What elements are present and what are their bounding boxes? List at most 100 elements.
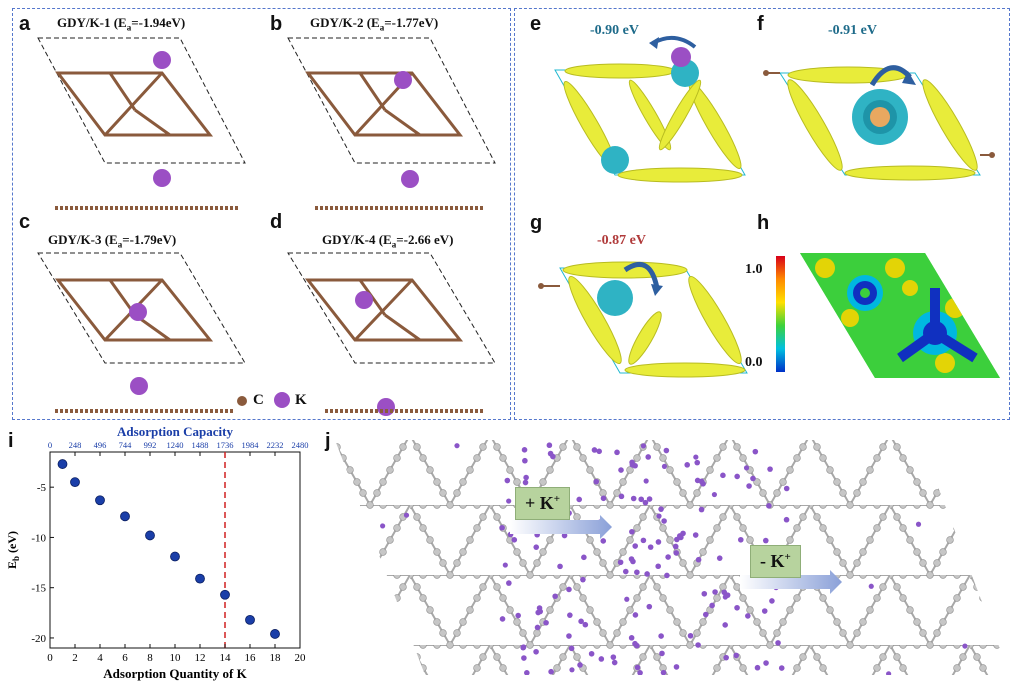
potassium-ion <box>576 496 583 503</box>
potassium-ion <box>618 467 624 473</box>
potassium-ion <box>709 602 715 609</box>
potassium-ion <box>547 450 554 457</box>
panel-e-energy: -0.90 eV <box>590 23 639 38</box>
potassium-ion <box>783 485 790 492</box>
potassium-ion <box>640 537 647 544</box>
top-tick-label: 248 <box>69 440 82 450</box>
potassium-ion <box>761 608 768 614</box>
potassium-ion <box>658 633 664 639</box>
x-tick-label: 10 <box>170 652 182 664</box>
top-tick-label: 0 <box>48 440 52 450</box>
top-tick-label: 2232 <box>267 440 284 450</box>
x-tick-label: 6 <box>122 652 128 664</box>
data-point <box>245 614 255 625</box>
potassium-ion <box>534 624 541 631</box>
panel-j-lattice <box>335 440 1010 675</box>
chart-ylabel: Eb (eV) <box>5 531 21 569</box>
potassium-ion <box>634 664 641 671</box>
potassium-atom <box>355 291 373 309</box>
potassium-atom <box>129 303 147 321</box>
potassium-ion <box>557 563 563 570</box>
potassium-ion <box>523 474 529 481</box>
potassium-ion <box>632 543 639 549</box>
potassium-ion <box>533 544 540 550</box>
potassium-ion <box>701 590 708 597</box>
x-tick-label: 14 <box>220 652 232 664</box>
potassium-ion <box>593 478 600 485</box>
potassium-ion <box>591 447 598 453</box>
data-point <box>70 477 80 488</box>
potassium-ion <box>702 611 709 618</box>
potassium-ion <box>618 493 625 500</box>
potassium-ion <box>638 496 645 503</box>
panel-letter-g: g <box>530 212 543 234</box>
potassium-ion <box>624 596 630 602</box>
potassium-ion <box>454 443 460 449</box>
potassium-ion <box>522 457 528 464</box>
potassium-ion <box>632 640 638 647</box>
structures-frame <box>12 8 511 420</box>
potassium-ion <box>596 448 602 455</box>
colorbar-max-label: 1.0 <box>745 262 763 277</box>
panel-c-structure <box>37 252 246 413</box>
potassium-ion <box>722 594 728 600</box>
chart-top-xlabel: Adsorption Capacity <box>117 424 233 439</box>
potassium-ion <box>622 568 629 575</box>
potassium-ion <box>711 491 718 498</box>
y-tick-label: -20 <box>31 633 46 645</box>
potassium-ion <box>783 516 790 523</box>
potassium-ion <box>664 572 670 579</box>
remove-potassium-label: - K+ <box>750 545 801 578</box>
panel-a-structure <box>37 37 246 210</box>
potassium-ion <box>511 537 518 543</box>
panel-letter-b: b <box>270 13 283 35</box>
potassium-ion <box>698 506 705 513</box>
potassium-ion <box>499 616 506 622</box>
x-tick-label: 0 <box>47 652 53 664</box>
panel-letter-i: i <box>8 430 14 452</box>
top-tick-label: 1488 <box>192 440 209 450</box>
top-tick-label: 744 <box>119 440 133 450</box>
potassium-ion <box>577 662 583 668</box>
potassium-atom <box>377 398 395 416</box>
potassium-ion <box>692 532 699 538</box>
potassium-ion <box>628 635 635 641</box>
potassium-ion <box>746 483 752 489</box>
potassium-ion <box>610 654 617 660</box>
potassium-ion <box>661 463 668 470</box>
potassium-ion <box>380 523 386 529</box>
potassium-ion <box>569 667 575 673</box>
panel-e-charge-map <box>554 35 746 183</box>
potassium-ion <box>504 477 511 484</box>
potassium-ion <box>721 589 728 596</box>
panel-f-charge-map <box>763 65 995 181</box>
potassium-ion <box>598 656 605 662</box>
data-point <box>170 551 180 562</box>
potassium-ion <box>663 447 670 454</box>
potassium-atom <box>870 107 890 127</box>
panel-g-energy: -0.87 eV <box>597 233 646 248</box>
plot-area <box>49 451 301 649</box>
panel-letter-d: d <box>270 211 283 233</box>
potassium-ion <box>723 654 729 661</box>
potassium-ion <box>700 480 706 487</box>
potassium-ion <box>712 589 718 595</box>
top-tick-label: 496 <box>94 440 107 450</box>
potassium-ion <box>659 650 665 657</box>
potassium-ion <box>548 668 554 675</box>
potassium-atom <box>394 71 412 89</box>
potassium-ion <box>694 477 701 484</box>
potassium-ion <box>567 612 573 618</box>
potassium-atom <box>671 47 691 67</box>
potassium-ion <box>733 652 739 659</box>
potassium-ion <box>655 563 661 570</box>
panel-b-structure <box>287 37 496 210</box>
potassium-ion <box>524 670 530 675</box>
data-point <box>145 530 155 541</box>
chart-xlabel: Adsorption Quantity of K <box>103 666 247 681</box>
potassium-ion <box>769 598 775 604</box>
x-tick-label: 16 <box>245 652 257 664</box>
panel-a-title: GDY/K-1 (Ea=-1.94eV) <box>57 15 186 33</box>
